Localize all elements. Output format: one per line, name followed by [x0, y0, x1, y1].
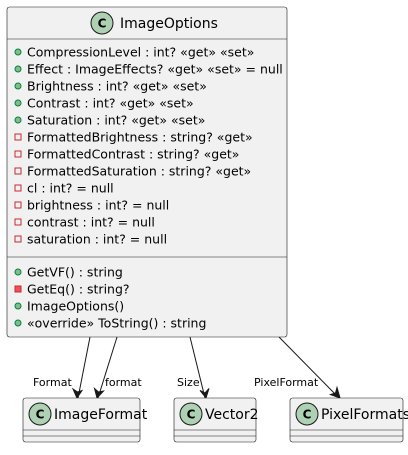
- associations: [71, 336, 341, 400]
- class-stereotype-letter: C: [98, 17, 107, 31]
- public-visibility-icon: [14, 82, 22, 90]
- public-visibility-icon: [14, 99, 22, 107]
- field-row: FormattedSaturation : string? «get»: [27, 164, 251, 179]
- class-image-format-box: [22, 397, 141, 443]
- class-stereotype-icon: [295, 402, 319, 426]
- edge-label-size: Size: [177, 376, 200, 389]
- public-visibility-icon: [14, 302, 22, 310]
- private-visibility-icon: [14, 150, 22, 158]
- association-size: [189, 336, 206, 399]
- private-visibility-icon: [14, 201, 22, 209]
- private-visibility-icon: [14, 235, 22, 243]
- method-row: GetEq() : string?: [27, 282, 130, 297]
- field-row: CompressionLevel : int? «get» «set»: [27, 45, 254, 60]
- private-visibility-icon: [14, 285, 22, 293]
- class-stereotype-icon: [179, 402, 203, 426]
- method-row: ImageOptions(): [27, 299, 124, 314]
- private-visibility-icon: [14, 218, 22, 226]
- method-row: GetVF() : string: [27, 265, 123, 280]
- field-row: Contrast : int? «get» «set»: [27, 96, 194, 111]
- private-visibility-icon: [14, 167, 22, 175]
- field-row: FormattedContrast : string? «get»: [27, 147, 239, 162]
- field-row: saturation : int? = null: [27, 232, 167, 247]
- class-stereotype-letter: C: [187, 408, 196, 422]
- class-name: Vector2: [205, 407, 259, 423]
- arrowhead-format-upper: [71, 387, 84, 400]
- class-name: PixelFormats: [321, 407, 408, 423]
- association-format-upper: [77, 336, 91, 399]
- public-visibility-icon: [14, 116, 22, 124]
- fields-compartment: CompressionLevel : int? «get» «set» Effec…: [14, 45, 283, 247]
- class-name: ImageOptions: [120, 16, 218, 32]
- class-pixel-formats[interactable]: C PixelFormats: [289, 397, 408, 443]
- field-row: cl : int? = null: [27, 181, 114, 196]
- public-visibility-icon: [14, 65, 22, 73]
- association-pixel-format: [278, 336, 340, 399]
- public-visibility-icon: [14, 268, 22, 276]
- field-row: Effect : ImageEffects? «get» «set» = nul…: [27, 62, 283, 77]
- class-stereotype-letter: C: [36, 408, 45, 422]
- class-vector2[interactable]: C Vector2: [173, 397, 259, 443]
- class-stereotype-letter: C: [303, 408, 312, 422]
- edge-label-format-lower: format: [105, 376, 142, 389]
- public-visibility-icon: [14, 48, 22, 56]
- field-row: brightness : int? = null: [27, 198, 169, 213]
- method-row: «override» ToString() : string: [27, 316, 206, 331]
- edge-label-pixel-format: PixelFormat: [254, 376, 319, 389]
- class-name: ImageFormat: [54, 407, 148, 423]
- class-image-options[interactable]: C ImageOptions CompressionLevel : int? «…: [6, 6, 288, 338]
- arrowhead-format-lower: [93, 387, 105, 400]
- target-classes: C ImageFormat C Vector2 C PixelFormats: [22, 397, 408, 443]
- class-image-options-box: [6, 6, 288, 338]
- field-row: contrast : int? = null: [27, 215, 155, 230]
- class-stereotype-icon: [90, 11, 114, 35]
- arrowhead-size: [199, 388, 210, 400]
- arrowhead-pixel-format: [328, 385, 341, 399]
- private-visibility-icon: [14, 184, 22, 192]
- edge-label-format-upper: Format: [33, 376, 72, 389]
- class-stereotype-icon: [28, 402, 52, 426]
- public-visibility-icon: [14, 319, 22, 327]
- private-visibility-icon: [14, 133, 22, 141]
- field-row: FormattedBrightness : string? «get»: [27, 130, 253, 145]
- association-format-lower: [97, 336, 118, 399]
- field-row: Brightness : int? «get» «set»: [27, 79, 207, 94]
- class-pixel-formats-box: [289, 397, 404, 443]
- class-image-format[interactable]: C ImageFormat: [22, 397, 148, 443]
- field-row: Saturation : int? «get» «set»: [27, 113, 205, 128]
